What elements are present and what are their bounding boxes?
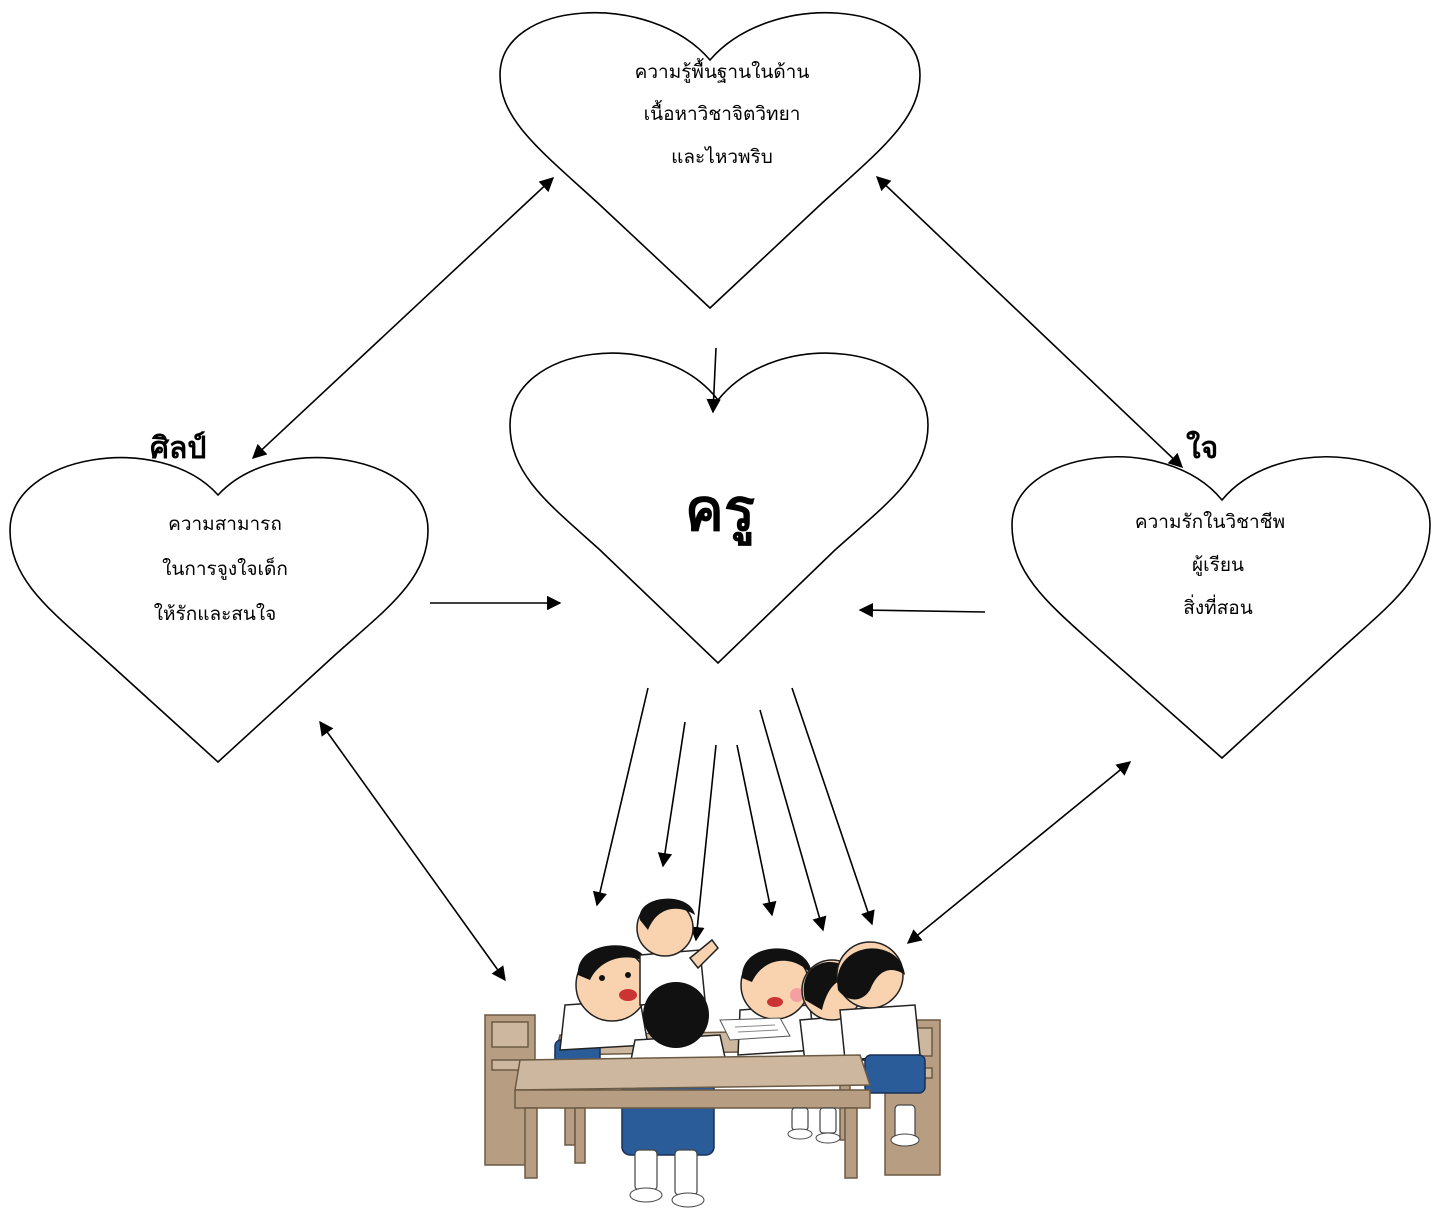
center-heart-label: ครู [685, 476, 755, 546]
arrow-center-to-students-4 [736, 744, 777, 917]
arrow-center-to-students-1 [592, 687, 649, 907]
arrow-center-to-students-5 [759, 709, 827, 932]
left-heart: ศิลป์ ความสามารถ ในการจูงใจเด็ก ให้รักแล… [9, 431, 429, 764]
papers [719, 1017, 791, 1041]
left-heart-title: ศิลป์ [150, 431, 206, 466]
right-heart: ใจ ความรักในวิชาชีพ ผู้เรียน สิ่งที่สอน [1011, 430, 1431, 760]
right-heart-line-2: ผู้เรียน [1192, 554, 1244, 576]
arrow-top-left [251, 177, 555, 459]
top-heart-line-2: เนื้อหาวิชาจิตวิทยา [644, 100, 801, 125]
students-illustration [484, 898, 941, 1208]
center-heart: ครู [509, 352, 929, 665]
right-heart-line-1: ความรักในวิชาชีพ [1135, 511, 1285, 533]
top-heart-line-1: ความรู้พื้นฐานในด้าน [635, 58, 810, 83]
arrow-center-to-students-2 [657, 721, 686, 868]
left-heart-line-2: ในการจูงใจเด็ก [162, 556, 288, 580]
arrow-center-to-students-6 [791, 687, 875, 926]
arrow-left-to-students [319, 720, 506, 982]
arrow-top-right [875, 176, 1184, 468]
arrow-center-to-students-3 [690, 744, 717, 942]
arrow-right-to-students [906, 761, 1132, 944]
left-heart-line-3: ให้รักและสนใจ [154, 603, 277, 625]
arrow-right-to-center [858, 603, 986, 618]
arrows [251, 176, 1184, 982]
left-heart-line-1: ความสามารถ [168, 513, 282, 535]
student-right-3 [836, 941, 926, 1147]
right-heart-title: ใจ [1186, 430, 1218, 466]
front-table [514, 1054, 872, 1179]
feet-right [787, 1107, 841, 1144]
arrow-top-to-center [706, 347, 721, 414]
top-heart: ความรู้พื้นฐานในด้าน เนื้อหาวิชาจิตวิทยา… [499, 11, 921, 310]
top-heart-line-3: และไหวพริบ [671, 146, 773, 168]
right-heart-line-3: สิ่งที่สอน [1183, 594, 1252, 619]
